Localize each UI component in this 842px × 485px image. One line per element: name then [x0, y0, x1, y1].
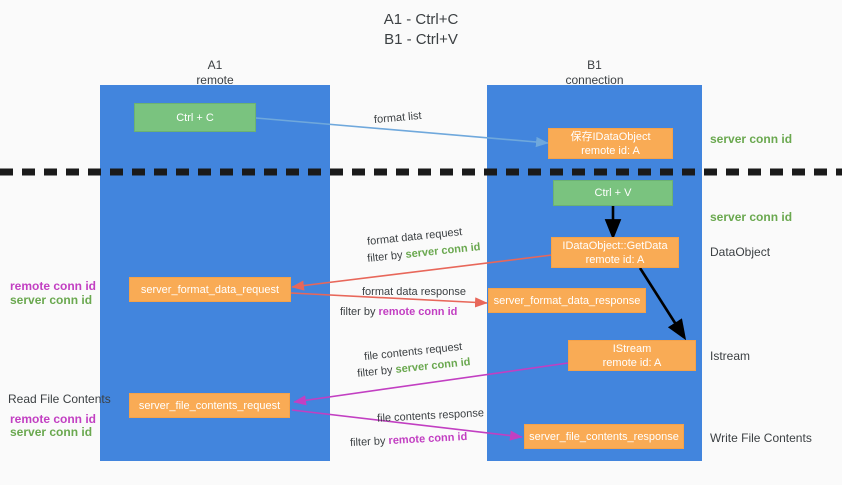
- node-fmt-resp-label: server_format_data_response: [493, 294, 641, 307]
- edge-filter-format-data-response: filter by remote conn id: [340, 305, 457, 320]
- node-server-file-contents-request[interactable]: server_file_contents_request: [129, 393, 290, 418]
- label-server-conn-id-mid: server conn id: [710, 210, 793, 224]
- title-line-2: B1 - Ctrl+V: [384, 31, 458, 48]
- edge-label-format-list-text: format list: [373, 109, 423, 127]
- edge-filter-fcresp-value: remote conn id: [388, 430, 468, 448]
- node-file-req-label: server_file_contents_request: [138, 399, 281, 412]
- label-server-conn-id-top: server conn id: [710, 132, 793, 146]
- label-server-conn-id-1: server conn id: [10, 293, 93, 307]
- node-idataobject[interactable]: 保存IDataObject remote id: A: [548, 128, 673, 159]
- edge-filter-fcresp-prefix: filter by: [349, 435, 389, 450]
- label-remote-conn-id-1: remote conn id: [10, 279, 97, 293]
- page-title: A1 - Ctrl+C B1 - Ctrl+V: [0, 10, 842, 50]
- edge-filter-fdresp-prefix: filter by: [340, 306, 379, 318]
- edge-filter-file-contents-response: filter by remote conn id: [350, 430, 468, 451]
- column-a1-sub: remote: [196, 73, 234, 87]
- node-istream-remote-id: remote id: A: [602, 356, 662, 369]
- node-idataobject-getdata[interactable]: IDataObject::GetData remote id: A: [551, 237, 679, 268]
- node-istream-title: IStream: [612, 342, 652, 355]
- node-idataobject-title: 保存IDataObject: [570, 130, 651, 143]
- node-server-format-data-request[interactable]: server_format_data_request: [129, 277, 291, 302]
- edge-label-file-contents-response: file contents response: [377, 406, 485, 427]
- column-b1-name: B1: [587, 58, 602, 72]
- label-server-conn-id-2: server conn id: [10, 425, 93, 439]
- column-b1-sub: connection: [565, 73, 624, 87]
- column-header-b1: B1 connection: [487, 58, 702, 88]
- node-fmt-req-label: server_format_data_request: [140, 283, 280, 296]
- column-a1-name: A1: [207, 58, 223, 72]
- node-file-resp-label: server_file_contents_response: [529, 430, 679, 443]
- label-dataobject: DataObject: [710, 245, 771, 259]
- node-ctrl-v[interactable]: Ctrl + V: [553, 180, 673, 206]
- label-read-file-contents: Read File Contents: [8, 392, 111, 406]
- edge-filter-fcr-prefix: filter by: [356, 363, 397, 380]
- label-remote-conn-id-2: remote conn id: [10, 412, 97, 426]
- edge-label-format-list: format list: [373, 109, 423, 128]
- node-ctrl-c[interactable]: Ctrl + C: [134, 103, 256, 132]
- title-line-1: A1 - Ctrl+C: [383, 11, 459, 28]
- edge-label-fdresp-text: format data response: [362, 286, 466, 298]
- edge-filter-fdresp-value: remote conn id: [378, 306, 458, 318]
- node-ctrl-c-label: Ctrl + C: [176, 111, 214, 124]
- node-getdata-remote-id: remote id: A: [585, 253, 645, 266]
- label-istream: Istream: [710, 349, 751, 363]
- node-getdata-title: IDataObject::GetData: [562, 239, 668, 252]
- node-istream[interactable]: IStream remote id: A: [568, 340, 696, 371]
- column-header-a1: A1 remote: [100, 58, 330, 88]
- node-server-file-contents-response[interactable]: server_file_contents_response: [524, 424, 684, 449]
- node-ctrl-v-label: Ctrl + V: [594, 187, 632, 199]
- node-server-format-data-response[interactable]: server_format_data_response: [488, 288, 646, 313]
- label-write-file-contents: Write File Contents: [710, 431, 812, 445]
- edge-filter-fdr-prefix: filter by: [366, 248, 407, 265]
- edge-label-fcresp-text: file contents response: [376, 407, 485, 425]
- node-idataobject-remote-id: remote id: A: [581, 144, 640, 157]
- edge-label-format-data-response: format data response: [362, 285, 466, 300]
